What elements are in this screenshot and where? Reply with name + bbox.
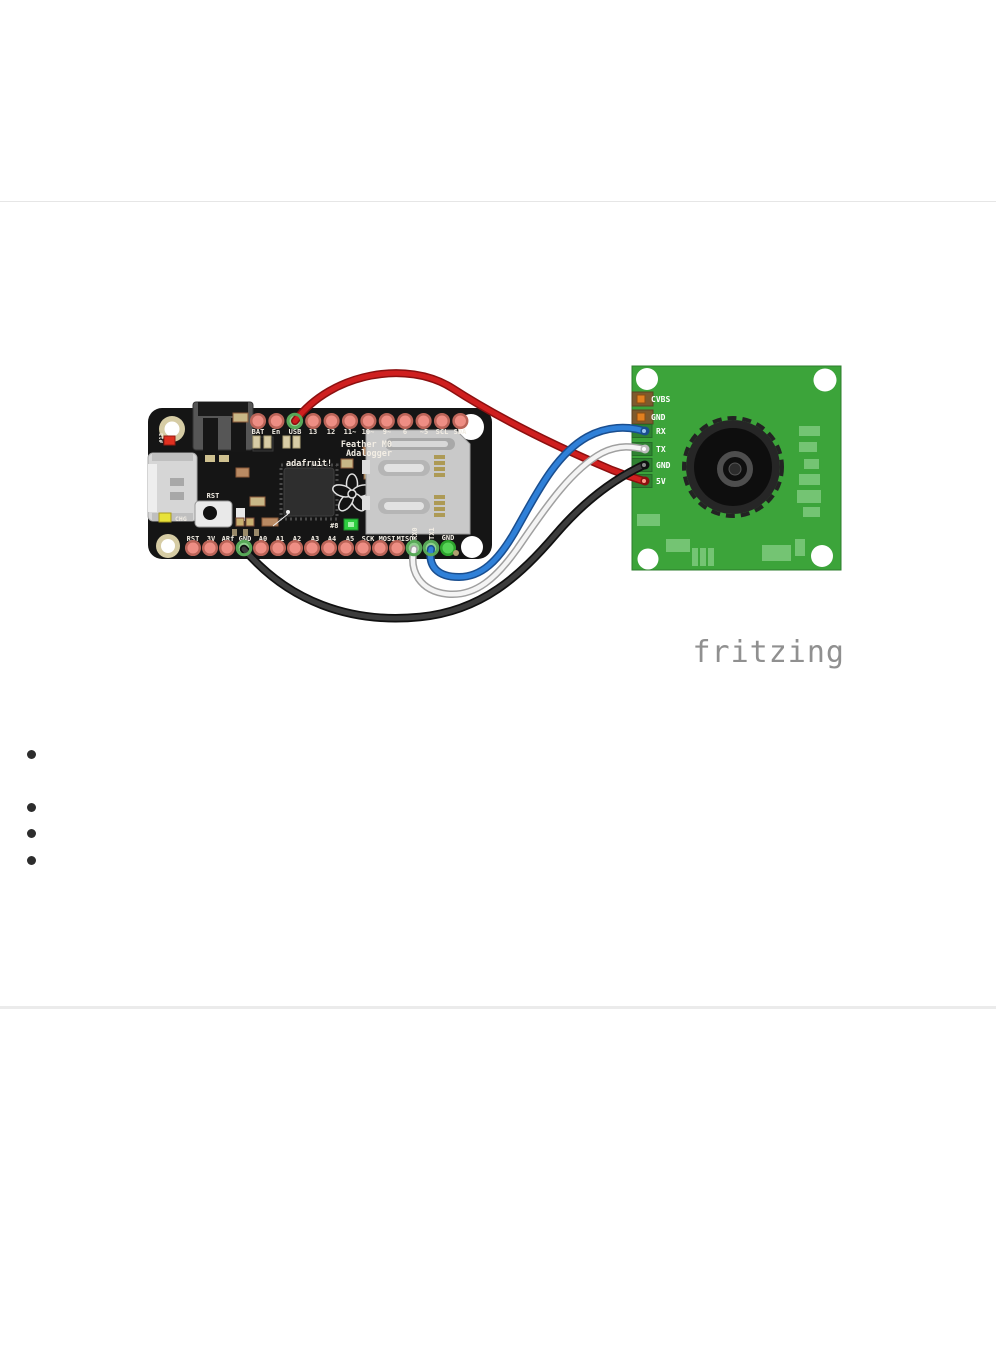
list-item [0, 741, 900, 768]
svg-text:BAT: BAT [252, 428, 265, 436]
svg-text:GND: GND [442, 534, 455, 542]
feather-title-line2: Adalogger [346, 449, 392, 459]
camera-mounting-holes [636, 368, 837, 570]
svg-text:MOSI: MOSI [379, 535, 396, 543]
svg-text:GND: GND [651, 413, 666, 422]
wire-tips [640, 426, 650, 486]
svg-text:11~: 11~ [344, 428, 357, 436]
feather-bottom-pins [184, 539, 459, 557]
mcu-chip [272, 463, 339, 527]
charge-led-label: CHG [175, 515, 187, 523]
list-item [0, 794, 900, 821]
svg-text:RX0: RX0 [411, 527, 419, 540]
feather-bottom-pin-labels: RST 3V ARf GND A0 A1 A2 A3 A4 A5 SCK MOS… [187, 527, 455, 543]
wire-camera-rx [426, 423, 648, 582]
feather-top-pins [249, 412, 469, 430]
micro-usb-connector [147, 452, 198, 522]
adafruit-brand-text: adafruit! [286, 458, 332, 469]
camera-lens [682, 416, 784, 518]
camera-pin-labels: CVBS GND RX TX GND 5V [651, 395, 671, 486]
svg-text:~5: ~5 [420, 428, 428, 436]
reset-button-label: RST [207, 492, 220, 500]
svg-text:TX: TX [656, 445, 666, 454]
svg-text:RX: RX [656, 427, 666, 436]
list-item [0, 821, 900, 848]
svg-text:TX1: TX1 [428, 527, 436, 540]
feather-title-line1: Feather M0 [341, 440, 392, 450]
svg-text:USB: USB [289, 428, 302, 436]
d8-label: #8 [330, 522, 338, 530]
svg-text:GND: GND [239, 535, 252, 543]
adafruit-flower-logo [332, 473, 372, 512]
svg-text:RST: RST [187, 535, 200, 543]
svg-text:10~: 10~ [362, 428, 375, 436]
svg-text:ARf: ARf [222, 535, 235, 543]
svg-text:A3: A3 [311, 535, 319, 543]
charge-led: CHG [158, 512, 187, 523]
camera-video-header [631, 391, 654, 425]
bottom-divider [0, 1006, 996, 1009]
svg-text:CVBS: CVBS [651, 395, 670, 404]
feather-board: #13 CHG RST [147, 401, 492, 559]
svg-text:5V: 5V [656, 477, 666, 486]
camera-board: CVBS GND RX TX GND 5V [631, 365, 842, 571]
feather-top-pin-labels: BAT En USB 13 12 11~ 10~ 9~ 6 ~5 SCL SDA [252, 428, 467, 436]
connected-pin-rings [235, 412, 440, 557]
svg-text:12: 12 [327, 428, 335, 436]
d13-label: #13 [159, 433, 165, 443]
svg-text:SDA: SDA [454, 428, 467, 436]
svg-text:MISO: MISO [397, 535, 414, 543]
svg-text:En: En [272, 428, 280, 436]
list-item [0, 847, 900, 874]
battery-connector [192, 401, 254, 452]
svg-text:A2: A2 [293, 535, 301, 543]
svg-text:SCK: SCK [362, 535, 375, 543]
wire-camera-tx [409, 443, 648, 598]
fritzing-credit: fritzing [693, 635, 846, 670]
d8-led: #8 [330, 518, 359, 531]
bullet-list [0, 741, 900, 874]
svg-text:GND: GND [656, 461, 671, 470]
wires [235, 369, 650, 623]
microsd-slot [362, 429, 471, 535]
svg-text:A0: A0 [259, 535, 267, 543]
svg-text:13: 13 [309, 428, 317, 436]
camera-silkscreen [637, 426, 821, 566]
d13-led: #13 [159, 433, 176, 446]
svg-text:SCL: SCL [436, 428, 449, 436]
svg-text:6: 6 [403, 428, 407, 436]
svg-text:A1: A1 [276, 535, 284, 543]
top-divider [0, 201, 996, 202]
svg-text:A4: A4 [328, 535, 336, 543]
svg-text:3V: 3V [207, 535, 216, 543]
svg-text:9~: 9~ [383, 428, 391, 436]
svg-text:A5: A5 [346, 535, 354, 543]
wire-ground [239, 460, 649, 623]
reset-button: RST [194, 492, 245, 528]
